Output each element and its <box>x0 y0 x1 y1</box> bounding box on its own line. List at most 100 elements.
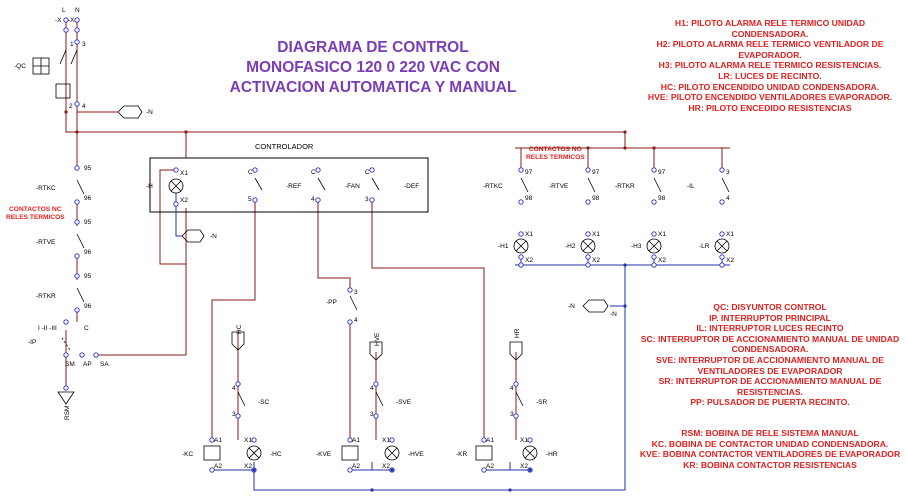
label-ref: -REF <box>286 183 301 190</box>
label-kc-a2: A2 <box>214 463 222 470</box>
label-hc: -HC <box>270 451 282 458</box>
legend-line: QC: DISYUNTOR CONTROL <box>713 302 827 312</box>
label-sr: -SR <box>536 399 548 406</box>
label-kc-a1: A1 <box>214 437 222 444</box>
legend-pilots: H1: PILOTO ALARMA RELE TERMICO UNIDAD CO… <box>625 18 907 113</box>
label-h2-x1: X1 <box>592 231 600 238</box>
label-no-rtkr-97: 97 <box>658 169 666 176</box>
symbols <box>32 49 730 461</box>
label-h1-x2: X2 <box>525 257 533 264</box>
label-pp-3: 3 <box>354 289 358 296</box>
label-def-c: C <box>365 169 370 176</box>
label-no-rtve: -RTVE <box>549 183 569 190</box>
legend-line: KC. BOBINA DE CONTACTOR UNIDAD CONDENSAD… <box>651 438 889 449</box>
label-t1: 1 <box>70 41 74 48</box>
label-def: -DEF <box>404 183 419 190</box>
label-h2: -H2 <box>565 243 576 250</box>
label-neutral-top: -N <box>146 109 153 116</box>
label-sc-3: 3 <box>232 411 236 418</box>
label-sr-4: 4 <box>510 385 514 392</box>
legend-line: IL: INTERRUPTOR LUCES RECINTO <box>696 323 844 334</box>
label-fan-term: 4 <box>311 196 315 203</box>
legend-line: CONDENSADORA. <box>731 344 809 355</box>
label-ip: -IP <box>28 339 36 346</box>
label-hc-x1: X1 <box>244 437 252 444</box>
label-sa: SA <box>100 361 109 368</box>
label-feed-hr: HR <box>514 328 521 338</box>
label-rtve-95: 95 <box>84 219 92 226</box>
label-fan: -FAN <box>345 183 360 190</box>
label-h3: -H3 <box>631 243 642 250</box>
label-hr: -HR <box>546 451 558 458</box>
label-l: L <box>62 7 66 14</box>
label-kr-a1: A1 <box>486 437 494 444</box>
label-kr-a2: A2 <box>486 463 494 470</box>
label-sr-3: 3 <box>510 411 514 418</box>
label-ap: AP <box>83 361 92 368</box>
label-hc-x2: X2 <box>244 463 252 470</box>
label-lr-x1: X1 <box>726 231 734 238</box>
label-h3-x2: X2 <box>658 257 666 264</box>
label-sc: -SC <box>258 399 270 406</box>
label-ref-term: 5 <box>248 196 252 203</box>
legend-line: EVAPORADOR. <box>738 49 802 60</box>
label-xl: -X <box>55 17 62 24</box>
legend-line: KVE: BOBINA CONTACTOR VENTILADORES DE EV… <box>639 449 901 460</box>
legend-switches: QC: DISYUNTOR CONTROL IP. INTERRUPTOR PR… <box>625 302 907 408</box>
label-hve-x2: X2 <box>382 463 390 470</box>
label-no-rtkr: -RTKR <box>615 183 635 190</box>
label-fan-c: C <box>311 169 316 176</box>
label-hr-x2: X2 <box>520 463 528 470</box>
legend-line: HR: PILOTO ENCEDIDO RESISTENCIAS <box>688 102 852 113</box>
label-ref-c: C <box>248 169 253 176</box>
label-t2: 2 <box>69 103 73 110</box>
label-kc: -KC <box>182 451 194 458</box>
note-line: RELES TERMICOS <box>6 214 65 221</box>
legend-line: HC: PILOTO ENCENDIDO UNIDAD CONDENSADORA… <box>660 81 880 92</box>
label-qc: -QC <box>14 63 26 70</box>
label-pp: -PP <box>326 299 337 306</box>
legend-line: IP. INTERRUPTOR PRINCIPAL <box>709 312 831 323</box>
label-neutral-ctrl: -N <box>210 233 217 240</box>
label-xn: -X <box>68 17 75 24</box>
legend-line: HVE: PILOTO ENCENDIDO VENTILADORES EVAPO… <box>647 92 893 103</box>
label-t3: 3 <box>82 41 86 48</box>
label-no-rtve-98: 98 <box>592 195 600 202</box>
label-no-rtkc-98: 98 <box>525 195 533 202</box>
label-h1: -H1 <box>498 243 509 250</box>
label-no-rtkc-97: 97 <box>525 169 533 176</box>
label-rtkc: -RTKC <box>36 185 56 192</box>
label-hr-x1: X1 <box>520 437 528 444</box>
label-def-term: 3 <box>365 196 369 203</box>
label-kve-a1: A1 <box>352 437 360 444</box>
blue-wires <box>212 257 730 491</box>
title-line-3: ACTIVACION AUTOMATICA Y MANUAL <box>229 79 517 96</box>
label-ctrl-x2: X2 <box>180 197 188 204</box>
legend-line: VENTILADORES DE EVAPORADOR <box>697 365 843 376</box>
label-no-rtkc: -RTKC <box>483 183 503 190</box>
red-wires <box>65 20 730 440</box>
label-no-rtve-97: 97 <box>592 169 600 176</box>
label-h2-x2: X2 <box>592 257 600 264</box>
legend-line: H3: PILOTO ALARMA RELE TERMICO RESISTENC… <box>658 60 882 71</box>
label-rtkr-95: 95 <box>84 273 92 280</box>
legend-line: RSM: BOBINA DE RELE SISTEMA MANUAL <box>681 428 859 438</box>
label-hve: -HVE <box>408 451 424 458</box>
label-ip-c: C <box>84 325 89 332</box>
label-h3-x1: X1 <box>658 231 666 238</box>
label-il-3: 3 <box>726 169 730 176</box>
controller-box <box>149 157 429 213</box>
label-kve-a2: A2 <box>352 463 360 470</box>
note-line: CONTACTOS NC <box>9 206 62 213</box>
legend-line: H2: PILOTO ALARMA RELE TERMICO VENTILADO… <box>656 39 884 50</box>
note-nc-contacts: CONTACTOS NC RELES TERMICOS <box>6 206 65 222</box>
label-il: -IL <box>687 183 695 190</box>
legend-line: CONDENSADORA. <box>731 28 809 39</box>
label-rtkc-95: 95 <box>84 165 92 172</box>
labels: L N -X -X 1 3 2 4 -QC -N 95 96 -RTKC 95 … <box>14 7 734 470</box>
title-line-1: DIAGRAMA DE CONTROL <box>277 39 469 56</box>
label-sve-3: 3 <box>370 411 374 418</box>
label-kr: -KR <box>456 451 468 458</box>
label-sm: SM <box>65 361 75 368</box>
label-rtkr: -RTKR <box>36 293 56 300</box>
